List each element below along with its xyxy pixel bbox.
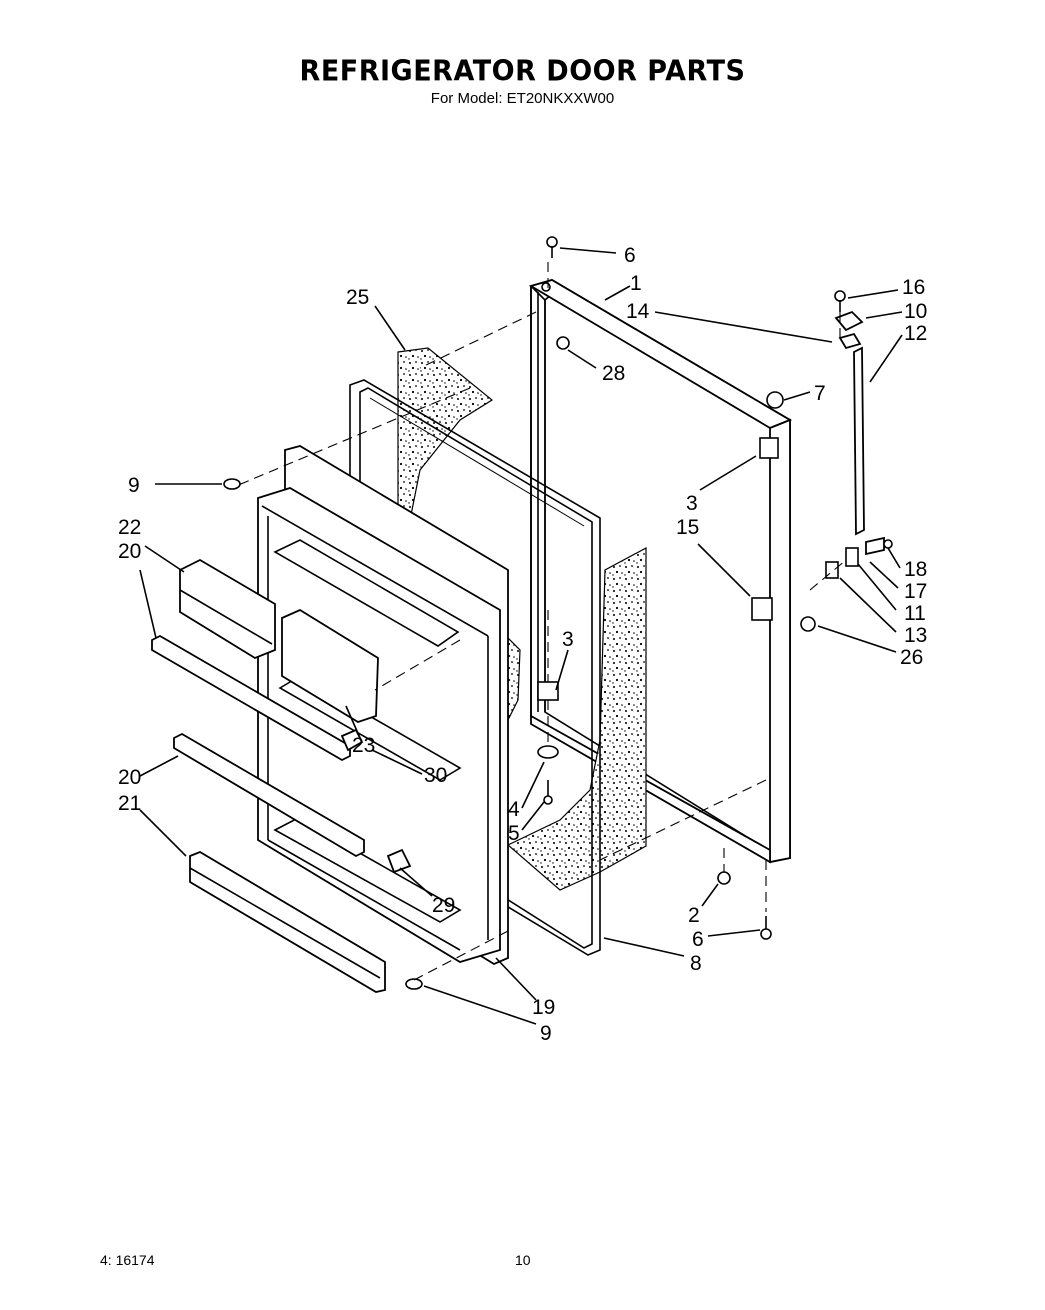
page-number: 10: [515, 1252, 531, 1268]
callout-28: 28: [602, 362, 625, 385]
document-number: 4: 16174: [100, 1252, 155, 1268]
shelf-bar-20-lower: [173, 732, 365, 858]
handle-screw-16: [834, 290, 846, 312]
callout-23: 23: [352, 734, 375, 757]
shelf-bar-20-upper: [151, 634, 351, 762]
callout-1: 1: [630, 272, 642, 295]
callout-14: 14: [626, 300, 650, 323]
screw-9-top: [223, 478, 241, 490]
shelf-bar-21: [189, 850, 386, 993]
model-subtitle: For Model: ET20NKXXW00: [430, 90, 615, 107]
callout-labels: 6 1 25 14 16 10 12 28 7 9 3 15 22 20 18 …: [118, 244, 927, 1045]
callout-20-top: 20: [118, 540, 141, 563]
callout-16: 16: [902, 276, 925, 299]
callout-12: 12: [904, 322, 927, 345]
callout-25: 25: [346, 286, 369, 309]
screw-6-bottom: [760, 916, 772, 940]
inner-door-liner: [257, 445, 509, 966]
callout-22: 22: [118, 516, 141, 539]
clip-30: [340, 728, 364, 752]
callout-2: 2: [688, 904, 700, 927]
leader-lines: [139, 247, 903, 1025]
callout-5: 5: [508, 822, 520, 845]
shelf-bar-22: [179, 558, 276, 660]
callout-13: 13: [904, 624, 927, 647]
callout-4: 4: [508, 798, 520, 821]
callout-3-right: 3: [686, 492, 698, 515]
callout-11: 11: [904, 602, 926, 625]
shelf-bar-23: [281, 608, 379, 723]
hinge-bushing-2: [717, 871, 731, 885]
callout-15: 15: [676, 516, 699, 539]
callout-18: 18: [904, 558, 927, 581]
screw-9-bottom: [405, 978, 423, 990]
callout-21: 21: [118, 792, 141, 815]
callout-10-top: 10: [904, 300, 927, 323]
door-handle-12: [853, 346, 865, 536]
callout-3-mid: 3: [562, 628, 574, 651]
callout-17: 17: [904, 580, 927, 603]
handle-cap-10: [834, 310, 864, 350]
screw-6-top: [546, 236, 558, 258]
page-title: REFRIGERATOR DOOR PARTS: [299, 55, 746, 88]
outer-door-panel: [528, 279, 793, 864]
foam-insulation-bottom: [506, 546, 647, 891]
callout-9-bottom: 9: [540, 1022, 552, 1045]
callout-29: 29: [432, 894, 455, 917]
callout-6-top: 6: [624, 244, 636, 267]
callout-6-bottom: 6: [692, 928, 704, 951]
callout-9-top: 9: [128, 474, 140, 497]
clip-29: [386, 848, 412, 874]
callout-8: 8: [690, 952, 702, 975]
callout-30: 30: [424, 764, 447, 787]
construction-lines: [235, 262, 847, 981]
callout-7: 7: [814, 382, 826, 405]
callout-26: 26: [900, 646, 923, 669]
callout-19: 19: [532, 996, 555, 1019]
hinge-parts-3-4-5: [537, 681, 559, 805]
callout-20-bottom: 20: [118, 766, 141, 789]
